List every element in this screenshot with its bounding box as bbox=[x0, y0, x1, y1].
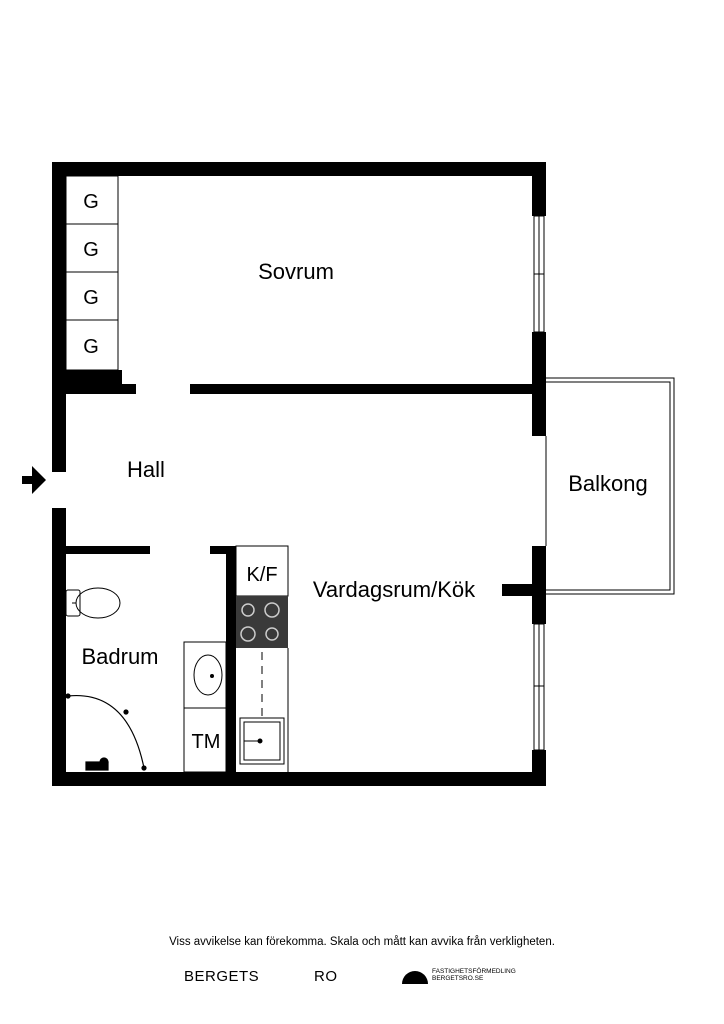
sink-icon bbox=[183, 641, 227, 709]
room-label-balkong: Balkong bbox=[568, 471, 648, 496]
wardrobe-label-3: G bbox=[83, 287, 99, 309]
agency-line-1: FASTIGHETSFÖRMEDLING bbox=[432, 968, 516, 975]
walls bbox=[52, 162, 546, 786]
wardrobes bbox=[65, 175, 119, 371]
room-label-sovrum: Sovrum bbox=[258, 259, 334, 284]
room-label-vardagsrum: Vardagsrum/Kök bbox=[313, 577, 476, 602]
agency-text: FASTIGHETSFÖRMEDLING BERGETSRO.SE bbox=[432, 968, 516, 982]
balcony bbox=[546, 377, 675, 595]
agency-mark-icon bbox=[402, 971, 428, 984]
logo-ro: RO bbox=[314, 968, 338, 985]
wardrobe-label-2: G bbox=[83, 239, 99, 261]
washing-machine bbox=[183, 707, 227, 773]
entrance-arrow-icon bbox=[22, 466, 46, 494]
kf-label: K/F bbox=[246, 564, 277, 586]
wardrobe-label-1: G bbox=[83, 191, 99, 213]
shower-icon bbox=[65, 693, 147, 771]
logo-bergets: BERGETS bbox=[184, 968, 260, 985]
disclaimer-text: Viss avvikelse kan förekomma. Skala och … bbox=[169, 936, 555, 948]
kitchen-counter bbox=[261, 648, 289, 772]
stove-icon bbox=[236, 596, 288, 648]
room-label-badrum: Badrum bbox=[81, 644, 158, 669]
tm-label: TM bbox=[192, 731, 221, 753]
windows bbox=[533, 215, 545, 751]
agency-line-2: BERGETSRO.SE bbox=[432, 975, 484, 982]
kitchen-sink-icon bbox=[239, 717, 285, 765]
room-label-hall: Hall bbox=[127, 457, 165, 482]
wardrobe-label-4: G bbox=[83, 336, 99, 358]
toilet-icon bbox=[65, 587, 121, 619]
